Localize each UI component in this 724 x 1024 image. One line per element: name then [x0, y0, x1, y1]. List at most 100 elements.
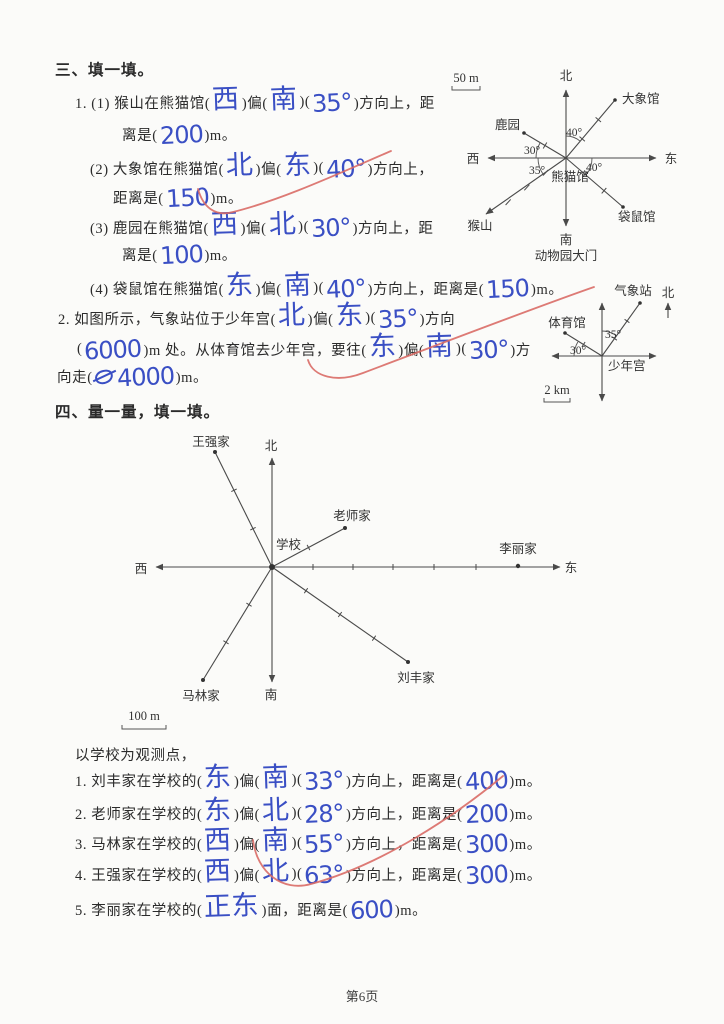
- handwritten-answer: 200: [158, 119, 204, 151]
- observation-intro: 以学校为观测点，: [75, 737, 196, 771]
- printed-text: )(: [455, 340, 467, 357]
- printed-text: )方向上，: [367, 161, 434, 178]
- handwritten-answer: 100: [158, 239, 204, 271]
- map-wang-label: 王强家: [192, 434, 230, 449]
- map-west-label: 西: [135, 562, 148, 576]
- handwritten-answer: 北: [267, 208, 297, 241]
- printed-text: )偏(: [234, 836, 261, 853]
- handwritten-answer: 300: [463, 859, 509, 891]
- printed-text: )m。: [509, 806, 542, 823]
- printed-text: 以学校为观测点，: [75, 747, 196, 764]
- zoo-scale-label: 50 m: [453, 71, 479, 85]
- zoo-center-label: 熊猫馆: [551, 169, 589, 184]
- handwritten-answer: 北: [261, 794, 291, 827]
- handwritten-answer: 400: [463, 765, 509, 797]
- handwritten-answer: 东: [283, 149, 312, 182]
- printed-text: (2) 大象馆在熊猫馆(: [90, 161, 225, 178]
- handwritten-answer: 40°: [325, 273, 367, 305]
- fill-blank-line: (3) 鹿园在熊猫馆(西)偏(北)(30°)方向上，距: [90, 208, 434, 244]
- zoo-elephant-label: 大象馆: [622, 91, 660, 106]
- handwritten-answer: 北: [225, 149, 255, 182]
- handwritten-answer: 西: [210, 208, 240, 241]
- printed-text: )偏(: [234, 806, 261, 823]
- printed-text: )偏(: [255, 281, 282, 298]
- printed-text: 5. 李丽家在学校的(: [75, 902, 203, 919]
- printed-text: 3. 马林家在学校的(: [75, 836, 203, 853]
- printed-text: )方向上，距离是(: [346, 773, 463, 790]
- printed-text: )(: [291, 771, 303, 788]
- handwritten-answer: 35°: [311, 87, 353, 119]
- printed-text: )方向上，距离是(: [367, 281, 485, 298]
- fill-blank-line: 2. 老师家在学校的(东)偏(北)(28°)方向上，距离是(200)m。: [75, 794, 542, 830]
- handwritten-answer: 南: [261, 761, 291, 794]
- handwritten-answer: 南: [283, 269, 312, 302]
- handwritten-answer: 东: [368, 330, 397, 363]
- handwritten-answer: 600: [349, 894, 394, 926]
- printed-text: 1. 刘丰家在学校的(: [75, 773, 203, 790]
- fill-blank-line: 离是(200)m。: [122, 117, 237, 151]
- printed-text: )m 处。从体育馆去少年宫，要往(: [143, 342, 367, 359]
- printed-text: )偏(: [398, 342, 425, 359]
- handwritten-answer: 南: [425, 330, 455, 363]
- handwritten-answer: 南: [269, 83, 298, 116]
- handwritten-answer: 东: [203, 794, 233, 827]
- printed-text: )方向上，距离是(: [346, 836, 463, 853]
- printed-text: )偏(: [241, 95, 268, 112]
- zoo-monkey-label: 猴山: [467, 219, 492, 233]
- handwritten-answer: 东: [225, 269, 255, 302]
- printed-text: )偏(: [240, 220, 267, 237]
- zoo-west-label: 西: [467, 152, 480, 166]
- printed-text: )方向上，距离是(: [346, 867, 463, 884]
- handwritten-answer: 北: [277, 299, 307, 332]
- printed-text: 2. 如图所示，气象站位于少年宫(: [58, 311, 277, 328]
- printed-text: )面，距离是(: [261, 902, 348, 919]
- fill-blank-line: 3. 马林家在学校的(西)偏(南)(55°)方向上，距离是(300)m。: [75, 824, 542, 860]
- handwritten-answer: 南: [261, 824, 291, 857]
- map-north-label: 北: [265, 439, 278, 453]
- zoo-diagram: 50 m 北 南 西 东 大象馆 鹿园 猴山 袋鼠馆 40° 30° 35° 4…: [451, 69, 678, 263]
- handwritten-answer: 300: [463, 828, 509, 860]
- handwritten-answer: 33°: [303, 765, 345, 797]
- handwritten-answer: 西: [211, 83, 241, 116]
- printed-text: )m。: [175, 369, 209, 386]
- map-liufeng-label: 刘丰家: [397, 670, 435, 685]
- fill-blank-line: 1. (1) 猴山在熊猫馆(西)偏(南)(35°)方向上，距: [75, 83, 435, 119]
- handwritten-answer: 28°: [303, 798, 345, 830]
- handwritten-answer: 200: [463, 798, 509, 830]
- weather-angle-gym: 30°: [570, 345, 587, 357]
- printed-text: 向走(: [57, 369, 93, 386]
- printed-text: )(: [298, 218, 310, 235]
- weather-diagram: 北 气象站 体育馆 少年宫 35° 30° 2 km: [543, 283, 675, 403]
- printed-text: )(: [313, 159, 325, 176]
- printed-text: )m。: [204, 247, 237, 264]
- printed-text: )m。: [394, 902, 428, 919]
- zoo-east-label: 东: [665, 152, 678, 166]
- page-number: 第6页: [345, 989, 379, 1004]
- fill-blank-line: 向走(4000)m。: [57, 359, 208, 393]
- handwritten-answer: 6000: [83, 334, 143, 366]
- printed-text: )偏(: [255, 161, 282, 178]
- printed-text: )(: [291, 804, 303, 821]
- printed-text: )方向上，距: [353, 95, 435, 112]
- handwritten-answer: 西: [203, 824, 233, 857]
- printed-text: )方向上，距离是(: [346, 806, 463, 823]
- printed-text: (4) 袋鼠馆在熊猫馆(: [90, 281, 225, 298]
- weather-angle-station: 35°: [605, 329, 622, 341]
- handwritten-answer: 40°: [325, 153, 367, 185]
- printed-text: )(: [313, 279, 325, 296]
- zoo-angle-monkey: 35°: [529, 165, 546, 177]
- handwritten-answer: 150: [165, 182, 210, 214]
- handwritten-answer: 东: [334, 299, 364, 332]
- printed-text: )m。: [509, 867, 542, 884]
- printed-text: )(: [299, 93, 311, 110]
- handwritten-answer: 35°: [377, 303, 419, 335]
- handwritten-answer: 东: [203, 761, 233, 794]
- map-scale-label: 100 m: [128, 709, 160, 723]
- fill-blank-line: (4) 袋鼠馆在熊猫馆(东)偏(南)(40°)方向上，距离是(150)m。: [90, 269, 563, 305]
- printed-text: )偏(: [234, 773, 261, 790]
- printed-text: )(: [291, 834, 303, 851]
- printed-text: )偏(: [234, 867, 261, 884]
- printed-text: 离是(: [122, 247, 158, 264]
- printed-text: )m。: [509, 773, 542, 790]
